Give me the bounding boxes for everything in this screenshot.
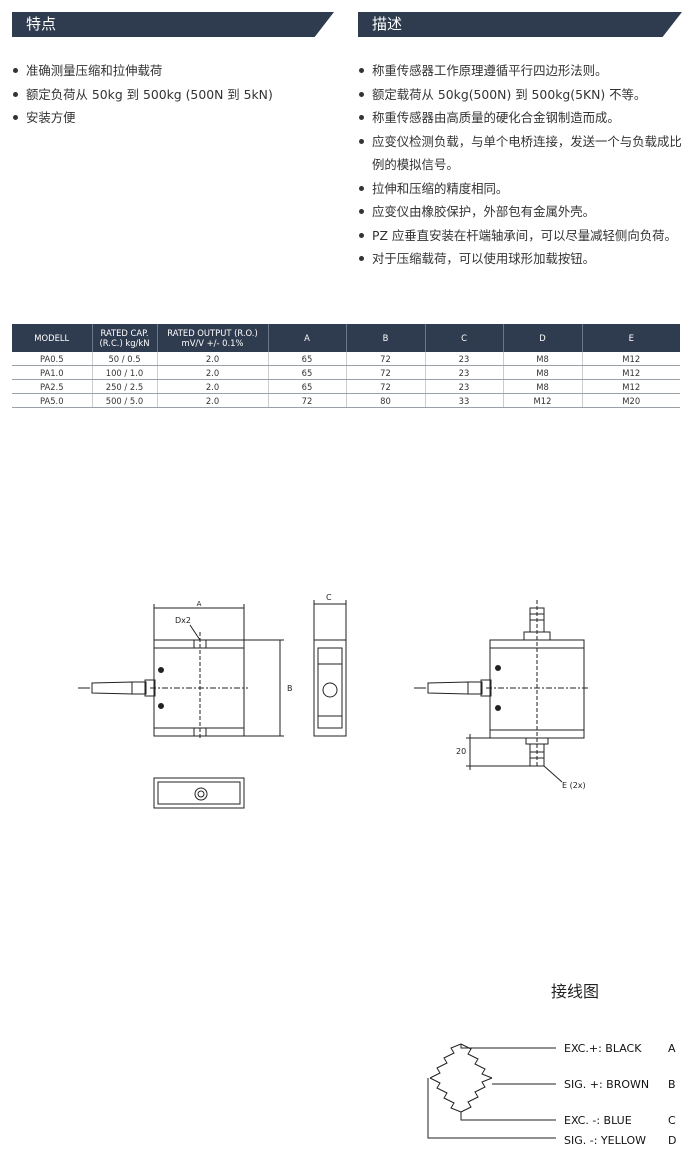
column-header: D xyxy=(502,324,582,352)
dim-a-label: A xyxy=(197,600,202,608)
table-cell: M12 xyxy=(581,352,680,366)
bridge-resistor xyxy=(460,1043,493,1079)
table-cell: 2.0 xyxy=(156,365,268,380)
table-cell: 2.0 xyxy=(156,352,268,366)
table-row: PA2.5 250 / 2.5 2.0 65 72 23 M8 M12 xyxy=(12,379,680,394)
table-cell: 250 / 2.5 xyxy=(91,379,157,394)
table-cell: 80 xyxy=(345,393,425,408)
description-item: 称重传感器工作原理遵循平行四边形法则。 xyxy=(358,59,688,83)
wire-code: B xyxy=(668,1078,676,1091)
description-item: 应变仪检测负载，与单个电桥连接，发送一个与负载成比例的模拟信号。 xyxy=(358,130,688,177)
table-cell: 65 xyxy=(267,365,346,380)
description-list: 称重传感器工作原理遵循平行四边形法则。 额定载荷从 50kg(500N) 到 5… xyxy=(358,59,688,271)
table-cell: 65 xyxy=(267,352,346,366)
description-item: 对于压缩载荷，可以使用球形加载按钮。 xyxy=(358,247,688,271)
compression-view: 20 E (2x) xyxy=(414,600,590,790)
table-cell: 2.0 xyxy=(156,393,268,408)
table-cell: M8 xyxy=(502,379,582,394)
dim-20-label: 20 xyxy=(456,747,466,756)
table-cell: 23 xyxy=(424,379,503,394)
table-cell: 33 xyxy=(424,393,503,408)
table-cell: PA0.5 xyxy=(12,352,92,366)
front-view: A Dx2 B xyxy=(78,600,293,740)
bridge-resistor xyxy=(429,1043,462,1079)
column-header: RATED OUTPUT (R.O.)mV/V +/- 0.1% xyxy=(156,324,268,352)
bottom-view xyxy=(153,777,245,809)
table-row: PA5.0 500 / 5.0 2.0 72 80 33 M12 M20 xyxy=(12,393,680,408)
table-cell: 72 xyxy=(267,393,346,408)
table-cell: M8 xyxy=(502,352,582,366)
column-header: E xyxy=(581,324,680,352)
table-cell: M12 xyxy=(502,393,582,408)
dim-d-label: Dx2 xyxy=(175,616,191,625)
table-cell: 72 xyxy=(345,379,425,394)
table-row: PA1.0 100 / 1.0 2.0 65 72 23 M8 M12 xyxy=(12,365,680,380)
column-header: C xyxy=(424,324,503,352)
description-item: 额定载荷从 50kg(500N) 到 500kg(5KN) 不等。 xyxy=(358,83,688,107)
description-item: 拉伸和压缩的精度相同。 xyxy=(358,177,688,201)
wire-label: SIG. +: BROWN xyxy=(564,1078,650,1091)
wiring-title: 接线图 xyxy=(551,982,600,1001)
wire-label: SIG. -: YELLOW xyxy=(564,1134,646,1147)
wire-code: A xyxy=(668,1042,676,1055)
column-header: MODELL xyxy=(12,324,92,352)
table-cell: M12 xyxy=(581,379,680,394)
feature-item: 准确测量压缩和拉伸载荷 xyxy=(12,59,332,83)
table-row: PA0.5 50 / 0.5 2.0 65 72 23 M8 M12 xyxy=(12,352,680,366)
wire-code: D xyxy=(668,1134,677,1147)
table-cell: PA1.0 xyxy=(12,365,92,380)
wire-label: EXC. -: BLUE xyxy=(564,1114,632,1127)
table-cell: M12 xyxy=(581,365,680,380)
spec-table: MODELL RATED CAP.(R.C.) kg/kN RATED OUTP… xyxy=(12,324,680,408)
dim-b-label: B xyxy=(287,684,293,693)
dim-e-label: E (2x) xyxy=(562,781,586,790)
table-cell: 100 / 1.0 xyxy=(91,365,157,380)
table-cell: M8 xyxy=(502,365,582,380)
dim-c-label: C xyxy=(326,593,332,602)
description-item: PZ 应垂直安装在杆端轴承间，可以尽量减轻侧向负荷。 xyxy=(358,224,688,248)
features-title: 特点 xyxy=(26,15,57,33)
wiring-diagram xyxy=(427,1043,556,1139)
column-header: RATED CAP.(R.C.) kg/kN xyxy=(91,324,157,352)
description-item: 称重传感器由高质量的硬化合金钢制造而成。 xyxy=(358,106,688,130)
features-list: 准确测量压缩和拉伸载荷 额定负荷从 50kg 到 500kg (500N 到 5… xyxy=(12,59,332,130)
column-header: B xyxy=(345,324,425,352)
bridge-resistor xyxy=(460,1077,493,1113)
bridge-resistor xyxy=(429,1077,462,1113)
table-cell: 2.0 xyxy=(156,379,268,394)
table-header-row: MODELL RATED CAP.(R.C.) kg/kN RATED OUTP… xyxy=(12,324,680,352)
table-cell: 72 xyxy=(345,352,425,366)
feature-item: 额定负荷从 50kg 到 500kg (500N 到 5kN) xyxy=(12,83,332,107)
description-title: 描述 xyxy=(372,15,403,33)
description-header: 描述 xyxy=(358,12,682,37)
wire-code: C xyxy=(668,1114,676,1127)
side-view: C xyxy=(313,593,347,737)
column-header: A xyxy=(267,324,346,352)
table-cell: M20 xyxy=(581,393,680,408)
table-cell: 50 / 0.5 xyxy=(91,352,157,366)
table-cell: 65 xyxy=(267,379,346,394)
wire-label: EXC.+: BLACK xyxy=(564,1042,642,1055)
feature-item: 安装方便 xyxy=(12,106,332,130)
table-cell: 23 xyxy=(424,365,503,380)
description-item: 应变仪由橡胶保护，外部包有金属外壳。 xyxy=(358,200,688,224)
table-cell: PA5.0 xyxy=(12,393,92,408)
table-cell: 72 xyxy=(345,365,425,380)
features-header: 特点 xyxy=(12,12,334,37)
table-cell: 23 xyxy=(424,352,503,366)
table-cell: 500 / 5.0 xyxy=(91,393,157,408)
table-cell: PA2.5 xyxy=(12,379,92,394)
